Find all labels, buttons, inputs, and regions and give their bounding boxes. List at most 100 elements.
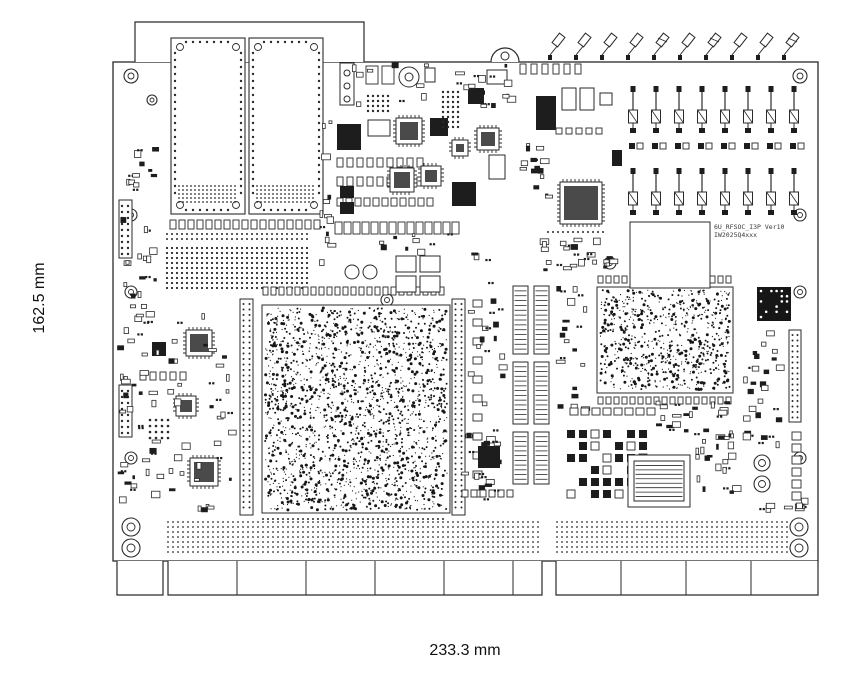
pcb-dotgrid [148, 418, 170, 440]
pcb-scatter [319, 120, 337, 266]
pcb-scatter [139, 303, 237, 492]
coax-jack [753, 454, 771, 472]
pcb-stripes [512, 431, 529, 485]
pcb-padrow [597, 396, 732, 405]
rf-connector-row-upper [628, 86, 799, 133]
pcb-rect [395, 275, 417, 293]
pcb-rect [579, 87, 595, 111]
pcb-ic [187, 455, 221, 489]
pcb-stripes [512, 285, 529, 355]
pcb-ic [418, 163, 444, 189]
rf-shield-module [248, 37, 324, 215]
pcb-stripes [633, 460, 685, 502]
pcb-rect [424, 67, 436, 83]
silkscreen-text: 6U_RFSOC_I3P Ver10 IW2025Q4xxx [714, 223, 784, 239]
mounting-hole-large [789, 538, 809, 558]
top-edge-semicircle [490, 47, 520, 63]
pcb-rect [561, 87, 577, 111]
keepout-area [629, 221, 711, 289]
pcb-scatter [197, 503, 215, 513]
silkscreen-line-2: IW2025Q4xxx [714, 231, 758, 239]
pcb-scatter [519, 143, 553, 199]
pcb-padrow [519, 63, 582, 75]
pcb-ic [183, 327, 215, 359]
pcb-padrow [334, 221, 460, 235]
backplane-pin-field [167, 521, 539, 553]
pcb-chip [340, 186, 354, 198]
pcb-padrow [555, 127, 603, 135]
silkscreen-line-1: 6U_RFSOC_I3P Ver10 [714, 223, 785, 231]
pcb-padrow [461, 489, 514, 498]
bottom-tab-1 [116, 561, 164, 596]
mounting-hole [124, 451, 138, 465]
round-connector [398, 66, 420, 88]
pcb-scatter [379, 233, 453, 256]
rf-shield-module [170, 37, 246, 215]
fpga-bga [261, 304, 451, 514]
pcb-stripes [533, 285, 550, 355]
pcb-dotgrid [366, 94, 390, 113]
prototyping-grid [165, 246, 309, 290]
pcb-circle [404, 72, 414, 82]
pcb-scatter [695, 433, 742, 494]
edge-connector [118, 199, 133, 259]
pcb-scatter [569, 253, 619, 269]
pcb-scatter [352, 62, 480, 107]
pcb-stripes [533, 431, 550, 485]
pcb-padrow [791, 431, 802, 501]
pcb-circlerow [343, 69, 351, 103]
pcb-ic [387, 165, 417, 195]
pcb-scatter [467, 252, 508, 491]
fiducial [146, 94, 158, 106]
pcb-chip [152, 342, 166, 356]
top-edge-connector-pin [500, 51, 510, 61]
mounting-hole-large [121, 517, 141, 537]
coax-jack [753, 475, 771, 493]
pcb-scatter [655, 400, 733, 440]
bottom-tab-2 [167, 561, 543, 596]
pcb-chip [468, 88, 484, 104]
pcb-chip [340, 202, 354, 214]
mounting-hole-large [121, 538, 141, 558]
rf-connectors-angled [548, 32, 800, 60]
pcb-socket [788, 329, 802, 423]
rfsoc-bga [596, 286, 734, 394]
pin-socket [451, 298, 466, 516]
pcb-scatter [461, 432, 502, 501]
pcb-ic [449, 137, 471, 159]
pcb-chip [430, 118, 448, 136]
mounting-hole [380, 293, 394, 307]
pcb-pairrow [629, 142, 805, 150]
bottom-tab-3 [555, 561, 819, 596]
pcb-rect [339, 62, 355, 106]
pcb-rect [419, 255, 441, 273]
pcb-stripes [533, 361, 550, 425]
rf-connector-row-lower [628, 168, 799, 215]
pcb-rect [367, 119, 391, 137]
pcb-padrow [139, 371, 187, 381]
dimension-label-width: 233.3 mm [429, 642, 501, 659]
pcb-padrow [262, 286, 445, 296]
connector-pads [169, 219, 321, 230]
backplane-pin-field [556, 521, 788, 553]
pin-socket [239, 298, 254, 516]
mounting-hole [793, 285, 807, 299]
pcb-rect [395, 255, 417, 273]
pcb-circlerow [344, 264, 378, 280]
pcb-dotgrid [166, 233, 309, 240]
pcb-rect [599, 92, 613, 106]
pcb-chip [337, 124, 361, 150]
pcb-padrow [336, 157, 424, 168]
pcb-chip [452, 182, 476, 206]
pcb-chip [536, 96, 556, 130]
pcb-stripes [512, 361, 529, 425]
pcb-scatter [759, 497, 809, 513]
pcb-padrow [569, 407, 656, 416]
pcb-rect [419, 275, 441, 293]
pcb-ic [393, 115, 425, 147]
mounting-hole [792, 68, 808, 84]
mounting-hole-large [789, 517, 809, 537]
datamatrix-label [757, 287, 791, 321]
